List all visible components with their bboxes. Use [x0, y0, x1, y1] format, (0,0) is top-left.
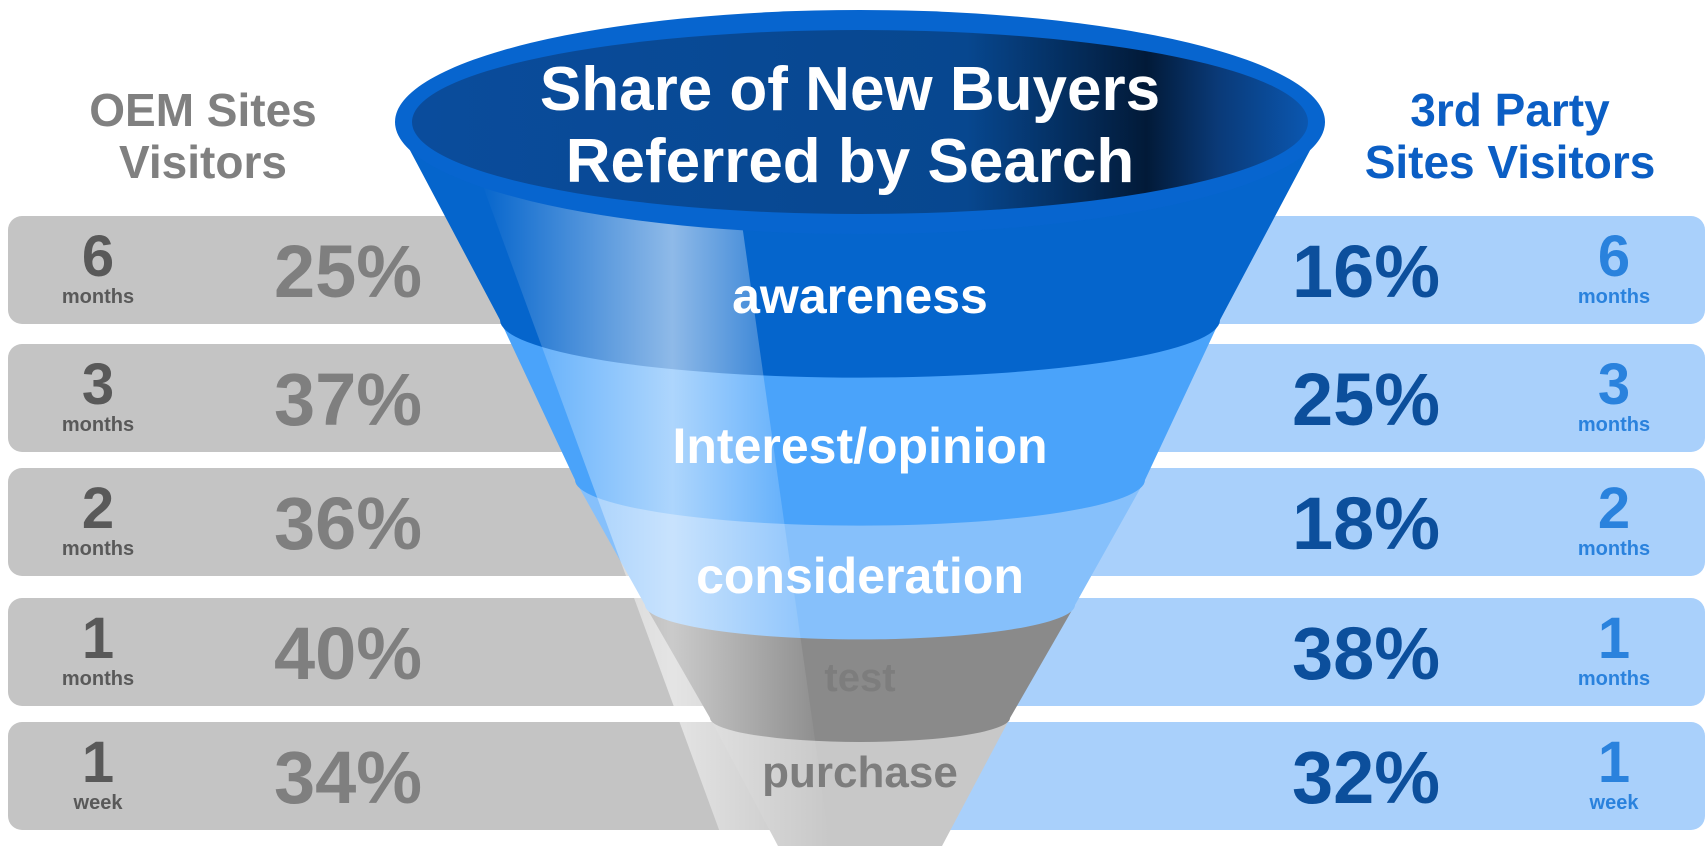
period-unit: months	[1577, 668, 1651, 690]
funnel-stage-label: purchase	[762, 748, 958, 798]
share-percentage: 25%	[1291, 358, 1441, 441]
share-percentage: 38%	[1291, 612, 1441, 695]
period-number: 1	[81, 606, 115, 671]
share-percentage: 16%	[1291, 230, 1441, 313]
period-number: 6	[81, 224, 115, 289]
share-percentage: 40%	[273, 612, 423, 695]
party-heading-line1: 3rd Party	[1410, 84, 1610, 136]
funnel-highlight	[480, 178, 830, 846]
period-number: 1	[1597, 606, 1631, 671]
period-number: 1	[1597, 730, 1631, 795]
period-number: 3	[1597, 352, 1631, 417]
share-percentage: 37%	[273, 358, 423, 441]
oem-heading-line1: OEM Sites	[89, 84, 317, 136]
period-unit: months	[61, 286, 135, 308]
period-number: 2	[81, 476, 115, 541]
funnel-stage-label: test	[824, 656, 896, 700]
share-percentage: 32%	[1291, 736, 1441, 819]
third-party-sites-heading: 3rd Party Sites Visitors	[1330, 84, 1690, 188]
funnel-title: Share of New Buyers Referred by Search	[470, 54, 1230, 198]
share-percentage: 34%	[273, 736, 423, 819]
period-number: 1	[81, 730, 115, 795]
period-number: 3	[81, 352, 115, 417]
period-unit: week	[73, 792, 123, 814]
party-heading-line2: Sites Visitors	[1364, 136, 1656, 188]
oem-heading-line2: Visitors	[119, 136, 287, 188]
funnel-rim-inner	[412, 30, 1308, 214]
period-unit: months	[61, 668, 135, 690]
funnel-title-line2: Referred by Search	[565, 127, 1135, 196]
funnel-stage-label: awareness	[732, 268, 988, 324]
share-percentage: 25%	[273, 230, 423, 313]
period-unit: months	[61, 538, 135, 560]
oem-sites-heading: OEM Sites Visitors	[38, 84, 368, 188]
period-number: 2	[1597, 476, 1631, 541]
period-unit: months	[61, 414, 135, 436]
funnel-stage-label: Interest/opinion	[672, 418, 1048, 474]
funnel-title-line1: Share of New Buyers	[539, 55, 1161, 124]
period-unit: months	[1577, 538, 1651, 560]
period-number: 6	[1597, 224, 1631, 289]
share-percentage: 18%	[1291, 482, 1441, 565]
period-unit: week	[1589, 792, 1639, 814]
share-percentage: 36%	[273, 482, 423, 565]
period-unit: months	[1577, 414, 1651, 436]
funnel-stage-label: consideration	[696, 548, 1024, 604]
period-unit: months	[1577, 286, 1651, 308]
